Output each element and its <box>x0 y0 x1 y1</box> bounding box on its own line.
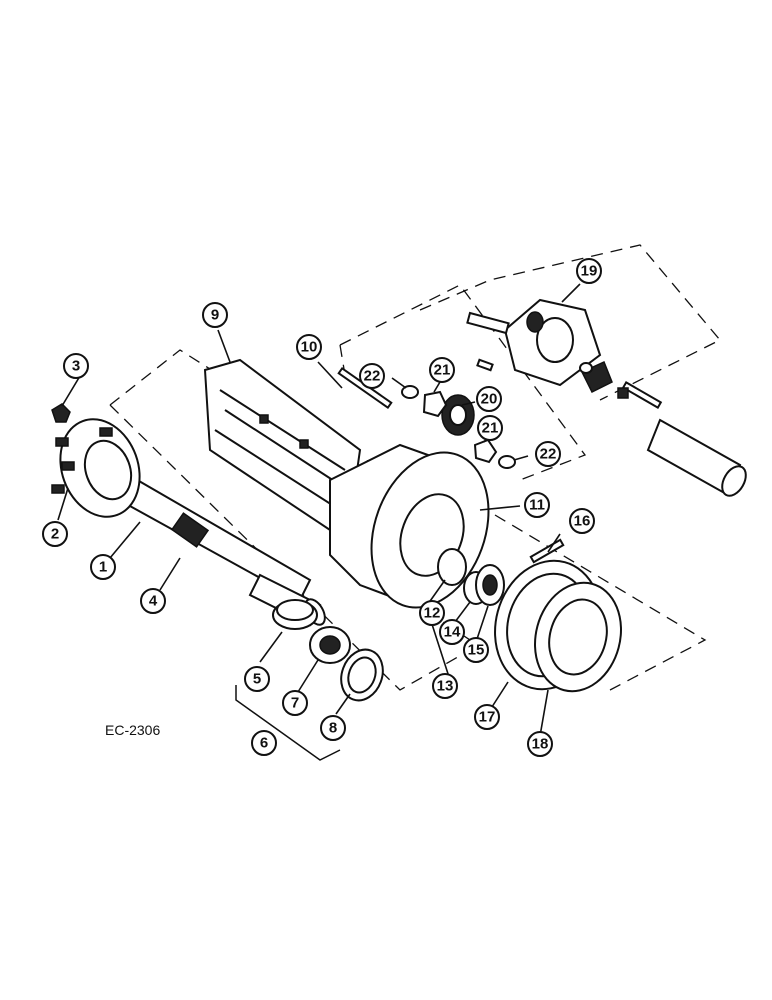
callout-21a: 21 <box>429 357 455 383</box>
svg-text:16: 16 <box>574 513 591 530</box>
hex-nut <box>51 403 71 423</box>
washer-22b <box>498 455 516 469</box>
svg-text:13: 13 <box>437 678 454 695</box>
nut-21b <box>473 438 498 464</box>
callout-6: 6 <box>251 730 277 756</box>
svg-text:21: 21 <box>482 420 499 437</box>
svg-text:14: 14 <box>444 624 461 641</box>
bearing-cone-7 <box>309 626 351 664</box>
svg-text:2: 2 <box>51 526 59 543</box>
bolt <box>617 381 663 409</box>
svg-text:5: 5 <box>253 671 261 688</box>
gear-20 <box>441 394 475 436</box>
svg-text:6: 6 <box>260 735 268 752</box>
callout-11: 11 <box>524 492 550 518</box>
callout-21b: 21 <box>477 415 503 441</box>
svg-text:9: 9 <box>211 307 219 324</box>
callout-15: 15 <box>463 637 489 663</box>
leader-lines <box>57 283 581 737</box>
callout-1: 1 <box>90 554 116 580</box>
svg-text:7: 7 <box>291 695 299 712</box>
svg-text:3: 3 <box>72 358 80 375</box>
svg-text:10: 10 <box>301 339 318 356</box>
seal-12 <box>437 548 467 586</box>
svg-text:12: 12 <box>424 605 441 622</box>
callout-13: 13 <box>432 673 458 699</box>
group-bracket <box>235 685 341 761</box>
callout-10: 10 <box>296 334 322 360</box>
callout-22a: 22 <box>359 363 385 389</box>
pin-16 <box>529 538 565 564</box>
splined-shaft <box>646 418 747 497</box>
seal-ring-8 <box>340 648 384 702</box>
callout-22b: 22 <box>535 441 561 467</box>
callout-7: 7 <box>282 690 308 716</box>
svg-text:8: 8 <box>329 720 337 737</box>
svg-text:15: 15 <box>468 642 485 659</box>
callout-2: 2 <box>42 521 68 547</box>
callout-8: 8 <box>320 715 346 741</box>
callout-9: 9 <box>202 302 228 328</box>
callout-5: 5 <box>244 666 270 692</box>
svg-text:18: 18 <box>532 736 549 753</box>
wheel-studs <box>51 427 113 494</box>
svg-text:22: 22 <box>364 368 381 385</box>
callout-20: 20 <box>476 386 502 412</box>
svg-text:1: 1 <box>99 559 107 576</box>
planet-carrier <box>534 581 622 693</box>
svg-text:4: 4 <box>149 593 158 610</box>
callout-19: 19 <box>576 258 602 284</box>
svg-text:11: 11 <box>529 497 545 514</box>
callout-16: 16 <box>569 508 595 534</box>
callout-14: 14 <box>439 619 465 645</box>
figure-code: EC-2306 <box>105 722 160 738</box>
svg-text:22: 22 <box>540 446 557 463</box>
callout-3: 3 <box>63 353 89 379</box>
callout-12: 12 <box>419 600 445 626</box>
callout-18: 18 <box>527 731 553 757</box>
svg-text:21: 21 <box>434 362 451 379</box>
callout-4: 4 <box>140 588 166 614</box>
svg-text:17: 17 <box>479 709 496 726</box>
washer-22a <box>401 385 419 399</box>
bearing-15 <box>475 564 505 606</box>
planet-bracket <box>466 298 613 394</box>
nut-21a <box>422 390 448 418</box>
svg-text:20: 20 <box>481 391 498 408</box>
bearing-cup-5 <box>272 599 318 630</box>
callout-17: 17 <box>474 704 500 730</box>
svg-text:19: 19 <box>581 263 598 280</box>
